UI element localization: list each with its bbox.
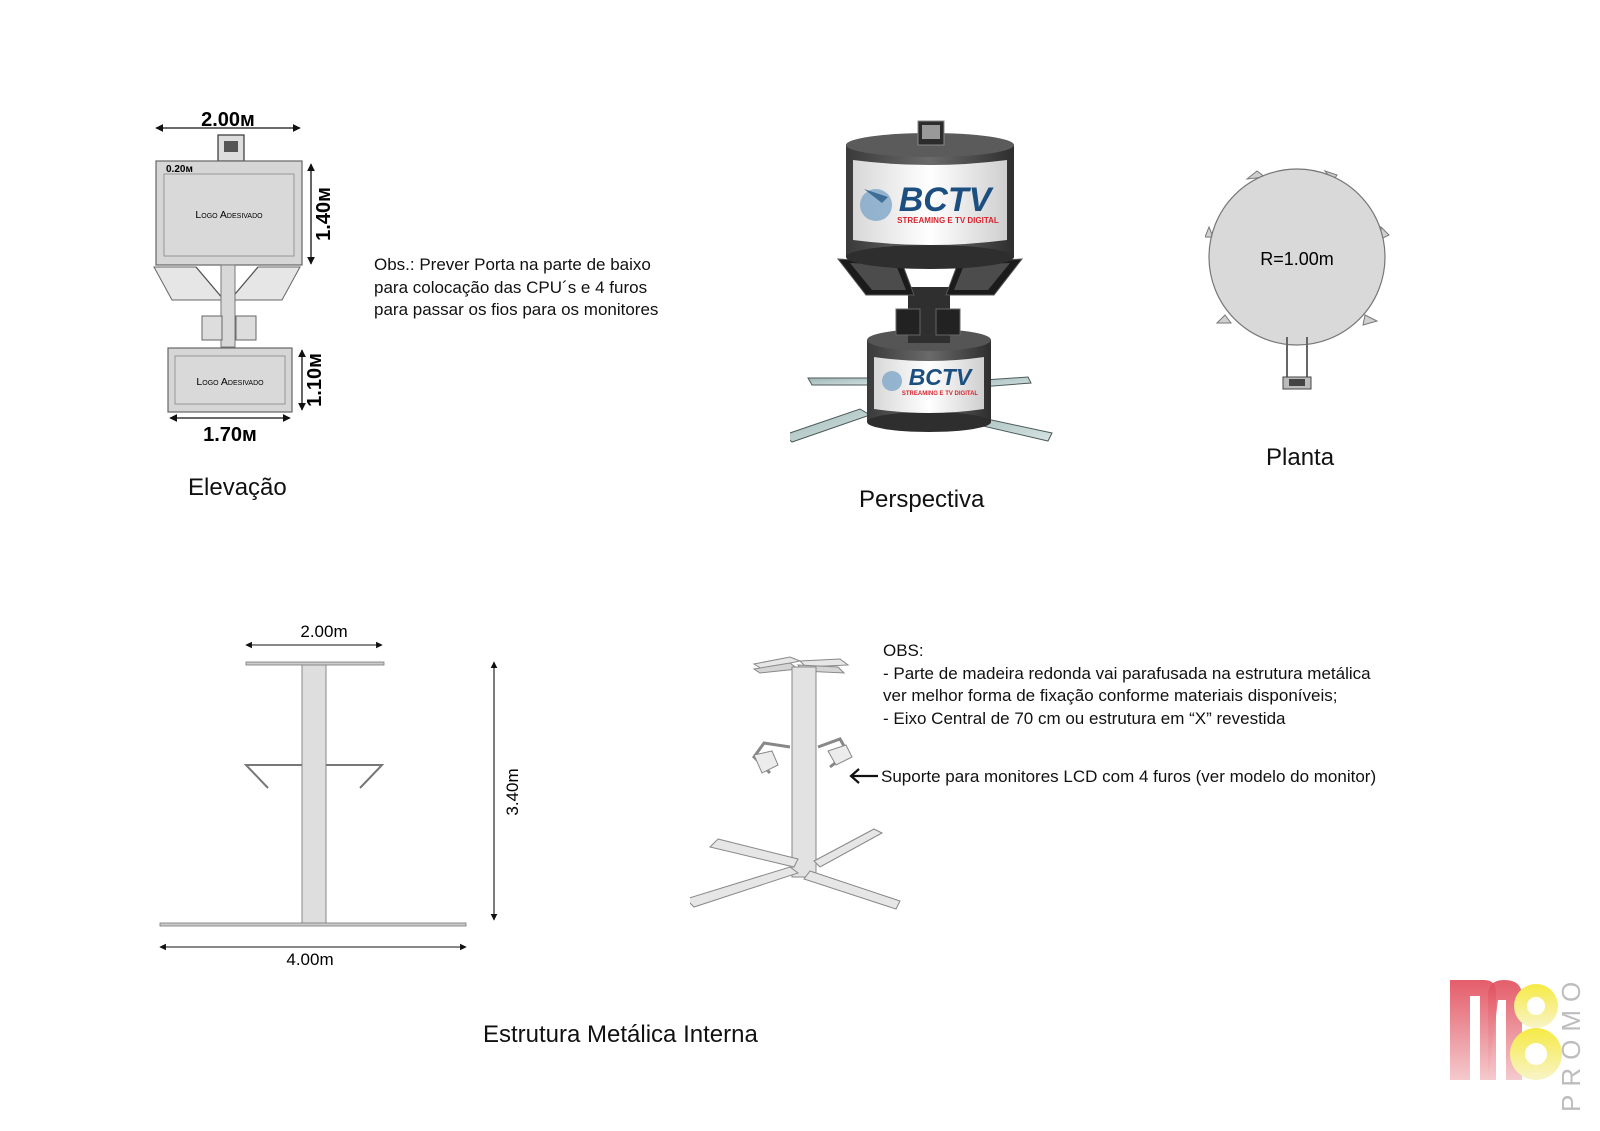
elevation-bottom-width-label: 1.70м	[203, 424, 257, 446]
logo-vertical-text: PROMO	[1556, 973, 1586, 1113]
m8-logo-mark	[1450, 980, 1562, 1080]
elevation-logo-upper: Logo Adesivado	[195, 209, 263, 221]
elevation-gap-label: 0.20м	[166, 164, 193, 175]
structure-height-label: 3.40m	[503, 768, 522, 815]
support-note: Suporte para monitores LCD com 4 furos (…	[881, 767, 1377, 786]
structure-top-width-label: 2.00m	[300, 622, 347, 641]
elevation-drawing: 2.00м 0.20м Logo Adesivado 1.40м Logo Ad…	[153, 109, 335, 446]
elevation-upper-height-label: 1.40м	[313, 187, 335, 241]
structure-3d-drawing	[690, 656, 901, 910]
obs-bottom-title: OBS:	[883, 641, 924, 660]
structure-base-width-label: 4.00m	[286, 950, 333, 969]
elevation-top-width-label: 2.00м	[201, 109, 255, 131]
perspective-brand-lower: BCTV	[909, 364, 973, 390]
elevation-lower-height-label: 1.10м	[304, 353, 326, 407]
plan-caption: Planta	[1266, 444, 1335, 471]
obs-bottom-line1: - Parte de madeira redonda vai parafusad…	[883, 663, 1371, 683]
obs-bottom-line2: ver melhor forma de fixação conforme mat…	[883, 686, 1338, 705]
m8-promo-logo: PROMO	[1444, 960, 1594, 1120]
elevation-logo-lower: Logo Adesivado	[196, 376, 264, 388]
perspective-brand-sub: STREAMING E TV DIGITAL	[897, 216, 999, 225]
perspective-caption: Perspectiva	[859, 486, 985, 513]
perspective-render: BCTV STREAMING E TV DIGITAL BCTV STREAMI…	[790, 120, 1053, 443]
perspective-brand-lower-sub: STREAMING E TV DIGITAL	[902, 391, 979, 397]
obs-top-line2: para colocação das CPU´s e 4 furos	[374, 277, 648, 297]
structure-caption: Estrutura Metálica Interna	[483, 1021, 758, 1048]
support-arrow-icon	[849, 768, 878, 784]
obs-top-line3: para passar os fios para os monitores	[374, 300, 659, 319]
obs-top-line1: Obs.: Prever Porta na parte de baixo	[374, 255, 651, 274]
plan-radius-label: R=1.00m	[1260, 249, 1334, 269]
obs-bottom-line3: - Eixo Central de 70 cm ou estrutura em …	[883, 708, 1286, 728]
perspective-brand: BCTV	[899, 181, 995, 219]
obs-bottom-note: OBS: - Parte de madeira redonda vai para…	[883, 640, 1371, 730]
elevation-caption: Elevação	[188, 474, 287, 501]
structure-front-drawing: 2.00m 3.40m 4.00m	[159, 622, 522, 969]
plan-drawing: R=1.00m	[1205, 168, 1390, 390]
obs-top-note: Obs.: Prever Porta na parte de baixo par…	[374, 254, 658, 322]
